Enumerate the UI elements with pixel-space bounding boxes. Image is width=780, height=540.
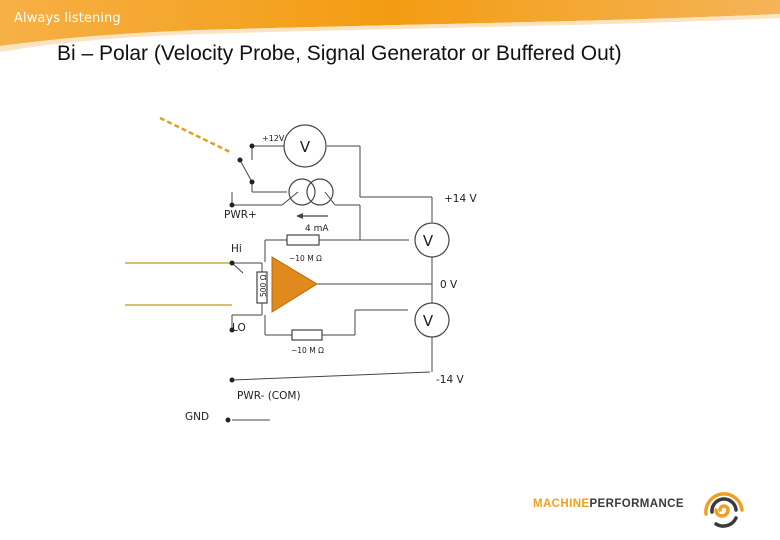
brand-wordmark: MACHINEPERFORMANCE: [533, 498, 684, 510]
label-current: 4 mA: [305, 224, 329, 234]
brand-name-part2: PERFORMANCE: [589, 498, 684, 510]
current-arrow-head: [296, 213, 303, 219]
label-minus14v: -14 V: [436, 374, 464, 386]
header-banner: [0, 0, 780, 52]
label-pwr-plus: PWR+: [224, 209, 257, 221]
label-lo: LO: [232, 322, 246, 334]
header-tagline: Always listening: [14, 11, 121, 26]
amplifier-symbol: [271, 256, 318, 313]
terminal-dots: [225, 143, 255, 423]
meter-mid-symbol: V: [423, 232, 434, 250]
meter-top-symbol: V: [300, 138, 311, 156]
wiring: [231, 145, 433, 421]
label-pwr-minus: PWR- (COM): [237, 390, 301, 402]
label-plus14v: +14 V: [444, 193, 477, 205]
resistor-input: [256, 271, 268, 304]
label-res-lo: ~10 M Ω: [291, 346, 324, 355]
label-zero-v: 0 V: [440, 279, 458, 291]
label-plus12v: +12V: [262, 134, 285, 143]
label-gnd: GND: [185, 411, 209, 423]
brand-name-part1: MACHINE: [533, 498, 590, 510]
pointer-dash: [159, 116, 231, 154]
resistor-hi: [286, 234, 320, 246]
label-hi: Hi: [231, 243, 242, 255]
slide-title: Bi – Polar (Velocity Probe, Signal Gener…: [57, 42, 622, 65]
external-leads: [125, 262, 232, 306]
label-res-input: 500 Ω: [259, 274, 268, 297]
label-res-hi: ~10 M Ω: [289, 254, 322, 263]
meter-low-symbol: V: [423, 312, 434, 330]
resistor-lo: [291, 329, 323, 341]
spiral-logo-icon: [704, 492, 744, 528]
current-source-symbol: [288, 178, 334, 206]
meters: [283, 124, 450, 338]
